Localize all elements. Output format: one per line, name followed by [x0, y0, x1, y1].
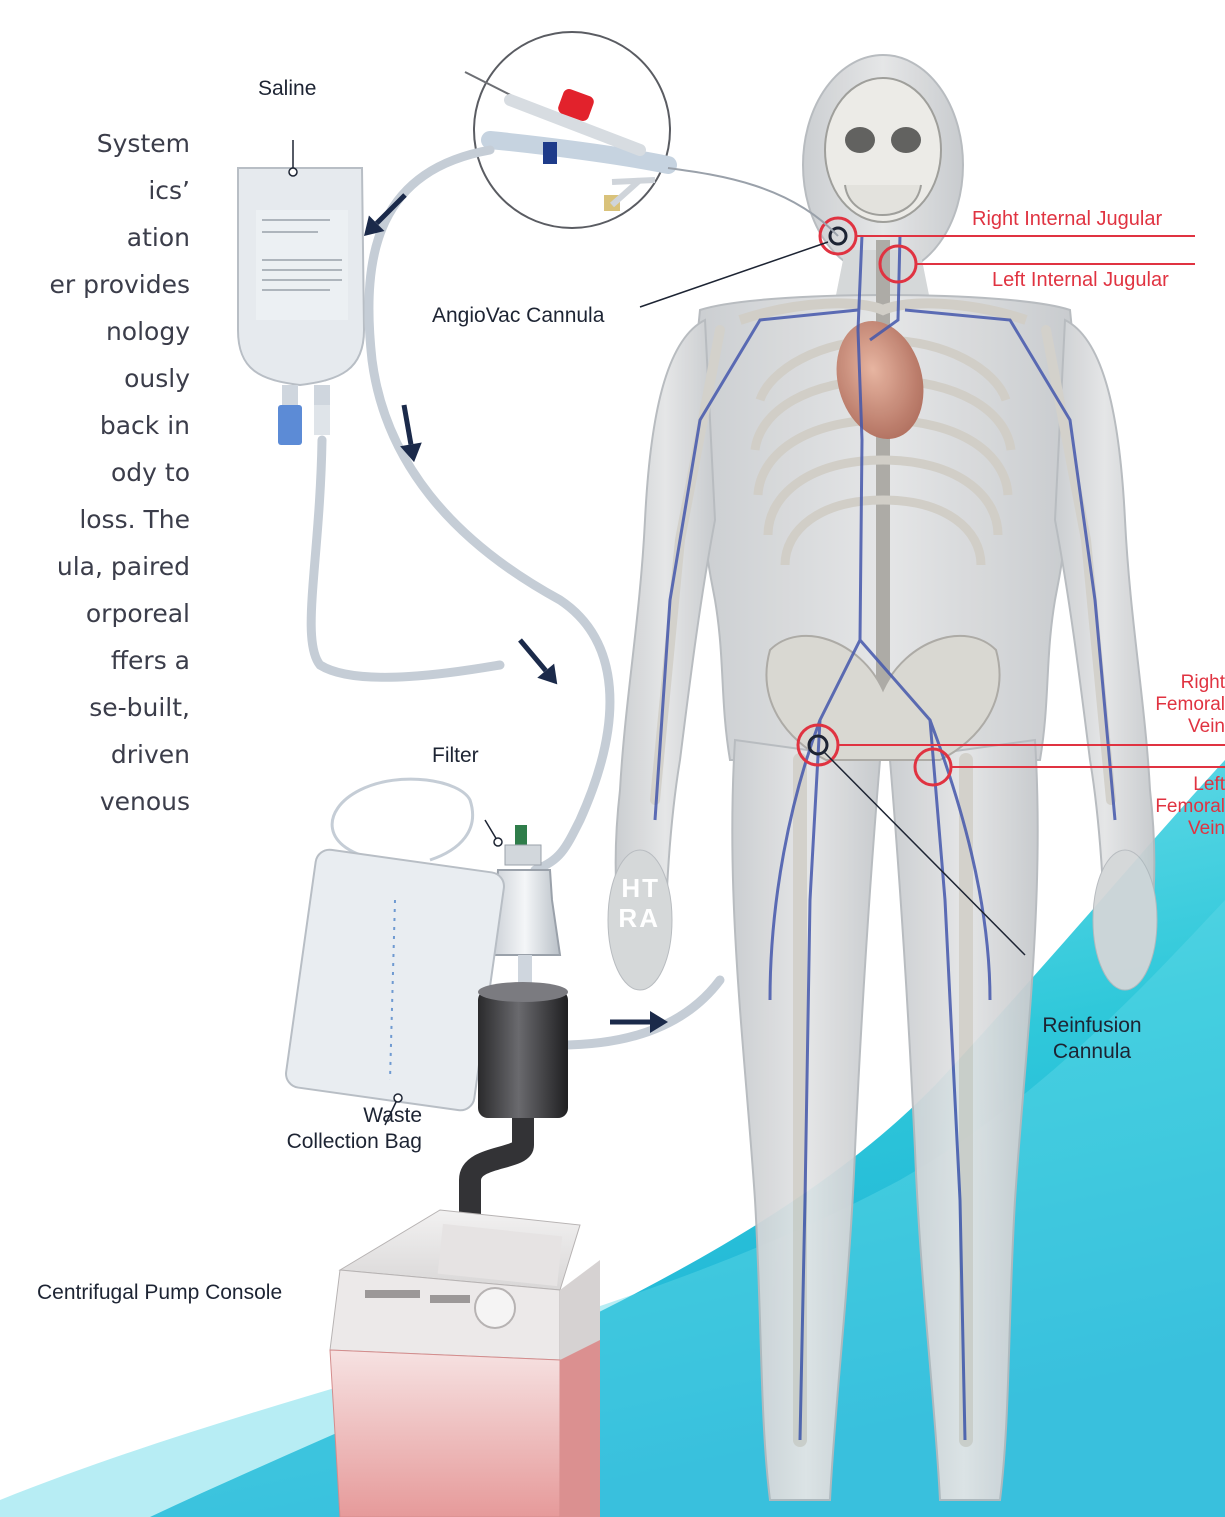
pump-dial — [475, 1288, 515, 1328]
waste-collection-bag — [284, 779, 506, 1112]
intro-line: ation — [0, 214, 190, 261]
left-hand-shape — [1093, 850, 1157, 990]
intro-line: er provides — [0, 261, 190, 308]
filter-leader — [485, 820, 497, 840]
saline-label: Saline — [258, 76, 316, 102]
pump-console — [330, 1210, 600, 1517]
angiovac-cannula-label: AngioVac Cannula — [432, 303, 604, 329]
reinfusion-cannula-label: Reinfusion Cannula — [1022, 1013, 1162, 1065]
eye-socket-right — [845, 127, 875, 153]
intro-line: ula, paired — [0, 543, 190, 590]
intro-line: venous — [0, 778, 190, 825]
intro-line: back in — [0, 402, 190, 449]
right-femoral-vein-label: Right Femoral Vein — [1125, 672, 1225, 738]
intro-line: ffers a — [0, 637, 190, 684]
flow-arrow-1 — [356, 187, 413, 244]
centrifugal-pump-console-label: Centrifugal Pump Console — [37, 1280, 282, 1306]
intro-line: loss. The — [0, 496, 190, 543]
pump-head — [470, 982, 568, 1225]
intro-line: ody to — [0, 449, 190, 496]
intro-line: ously — [0, 355, 190, 402]
left-femoral-vein-label: Left Femoral Vein — [1125, 774, 1225, 840]
cannula-magnifier — [465, 32, 670, 228]
left-internal-jugular-label: Left Internal Jugular — [992, 267, 1169, 293]
right-internal-jugular-label: Right Internal Jugular — [972, 206, 1162, 232]
partial-hidden-text: HT F RA — [500, 873, 660, 933]
eye-socket-left — [891, 127, 921, 153]
waste-collection-bag-label: Waste Collection Bag — [262, 1103, 422, 1155]
intro-paragraph: System ics’ ation er provides nology ous… — [0, 120, 190, 825]
intro-line: se-built, — [0, 684, 190, 731]
intro-line: nology — [0, 308, 190, 355]
filter-label: Filter — [432, 743, 479, 769]
intro-line: ics’ — [0, 167, 190, 214]
saline-bag — [238, 168, 364, 445]
flow-arrow-3 — [512, 633, 566, 692]
intro-line: orporeal — [0, 590, 190, 637]
intro-line: System — [0, 120, 190, 167]
intro-line: driven — [0, 731, 190, 778]
